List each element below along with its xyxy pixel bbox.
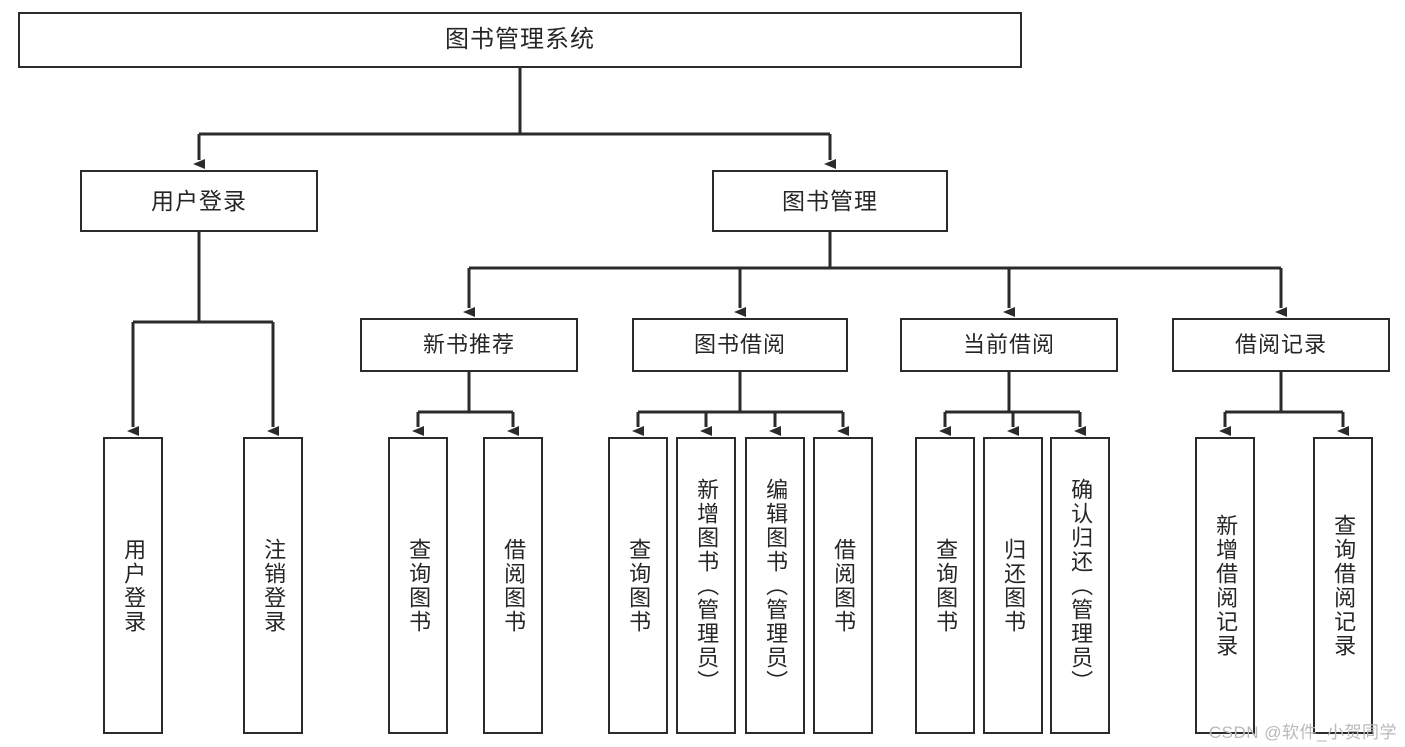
node-leaf-borrow-book-new[interactable]: 借阅图书 [483, 437, 543, 734]
node-leaf-edit-book-admin[interactable]: 编辑图书（管理员） [745, 437, 805, 734]
node-leaf-query-borrow-record-label: 查询借阅记录 [1331, 513, 1357, 658]
node-leaf-logout-login-label: 注销登录 [261, 537, 287, 634]
node-leaf-logout-login[interactable]: 注销登录 [243, 437, 303, 734]
node-leaf-user-login[interactable]: 用户登录 [103, 437, 163, 734]
watermark-text: CSDN @软件_小贺同学 [1208, 723, 1397, 742]
node-leaf-query-book-borrow[interactable]: 查询图书 [608, 437, 668, 734]
node-leaf-confirm-return-label: 确认归还（管理员） [1068, 477, 1094, 694]
node-new-book-recommend[interactable]: 新书推荐 [360, 318, 578, 372]
node-leaf-edit-book-admin-label: 编辑图书（管理员） [763, 477, 789, 694]
node-root-label: 图书管理系统 [445, 26, 595, 53]
node-book-borrow[interactable]: 图书借阅 [632, 318, 848, 372]
node-user-login-label: 用户登录 [151, 187, 247, 214]
node-root[interactable]: 图书管理系统 [18, 12, 1022, 68]
node-leaf-query-book-new[interactable]: 查询图书 [388, 437, 448, 734]
node-user-login[interactable]: 用户登录 [80, 170, 318, 232]
node-leaf-query-book-current[interactable]: 查询图书 [915, 437, 975, 734]
node-book-borrow-label: 图书借阅 [693, 332, 786, 358]
node-leaf-borrow-book-label: 借阅图书 [831, 537, 857, 634]
node-leaf-query-book-new-label: 查询图书 [406, 537, 432, 634]
node-leaf-user-login-label: 用户登录 [121, 537, 147, 634]
node-borrow-record[interactable]: 借阅记录 [1172, 318, 1390, 372]
node-leaf-query-book-borrow-label: 查询图书 [626, 537, 652, 634]
node-leaf-return-book-label: 归还图书 [1001, 537, 1027, 634]
node-leaf-query-borrow-record[interactable]: 查询借阅记录 [1313, 437, 1373, 734]
node-current-borrow[interactable]: 当前借阅 [900, 318, 1118, 372]
node-leaf-add-book-admin[interactable]: 新增图书（管理员） [676, 437, 736, 734]
node-leaf-confirm-return[interactable]: 确认归还（管理员） [1050, 437, 1110, 734]
node-leaf-borrow-book[interactable]: 借阅图书 [813, 437, 873, 734]
node-book-management-label: 图书管理 [782, 187, 878, 214]
node-leaf-return-book[interactable]: 归还图书 [983, 437, 1043, 734]
node-borrow-record-label: 借阅记录 [1234, 332, 1327, 358]
node-leaf-add-book-admin-label: 新增图书（管理员） [694, 477, 720, 694]
node-new-book-recommend-label: 新书推荐 [422, 332, 515, 358]
node-current-borrow-label: 当前借阅 [962, 332, 1055, 358]
node-leaf-add-borrow-record-label: 新增借阅记录 [1213, 513, 1239, 658]
node-leaf-borrow-book-new-label: 借阅图书 [501, 537, 527, 634]
node-leaf-add-borrow-record[interactable]: 新增借阅记录 [1195, 437, 1255, 734]
node-leaf-query-book-current-label: 查询图书 [933, 537, 959, 634]
node-book-management[interactable]: 图书管理 [712, 170, 948, 232]
